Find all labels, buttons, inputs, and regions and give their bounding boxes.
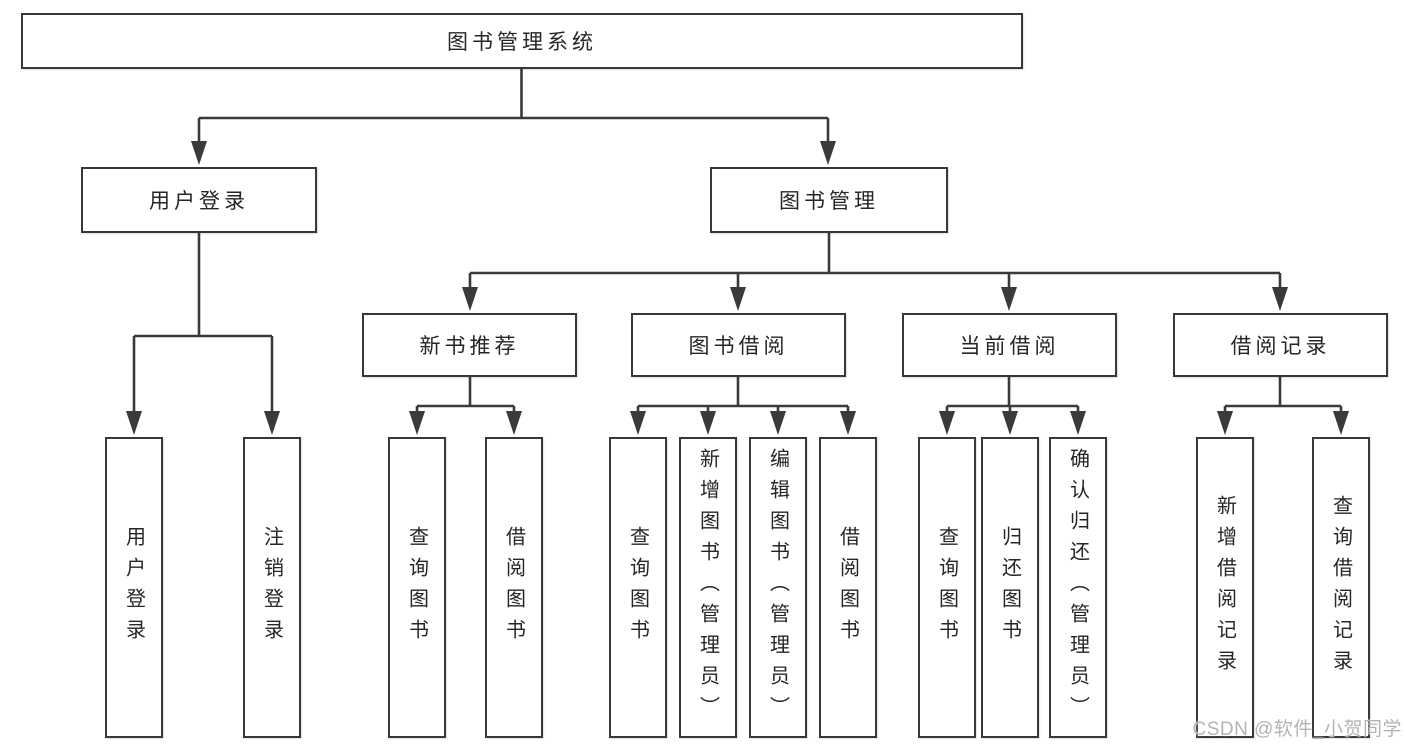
leaf-query-borrow-record: 查询借阅记录: [1312, 437, 1370, 738]
node-root-system: 图书管理系统: [21, 13, 1023, 69]
node-user-login-module: 用户登录: [81, 167, 317, 233]
leaf-query-books-borrow: 查询图书: [609, 437, 667, 738]
leaf-label: 确认归还（管理员）: [1066, 448, 1089, 727]
arrowheads: [126, 141, 1349, 435]
leaf-label: 查询图书: [405, 525, 428, 650]
leaf-label: 查询图书: [935, 525, 958, 650]
node-new-book-recommend: 新书推荐: [362, 313, 577, 377]
leaf-add-borrow-record: 新增借阅记录: [1196, 437, 1254, 738]
leaf-return-books: 归还图书: [981, 437, 1039, 738]
leaf-query-books-recommend: 查询图书: [388, 437, 446, 738]
leaf-label: 新增借阅记录: [1213, 494, 1236, 681]
leaf-label: 新增图书（管理员）: [696, 448, 719, 727]
leaf-query-books-current: 查询图书: [918, 437, 976, 738]
leaf-confirm-return-admin: 确认归还（管理员）: [1049, 437, 1107, 738]
node-current-borrow: 当前借阅: [902, 313, 1117, 377]
leaf-borrow-books-recommend: 借阅图书: [485, 437, 543, 738]
leaf-label: 编辑图书（管理员）: [766, 448, 789, 727]
leaf-user-login: 用户登录: [105, 437, 163, 738]
leaf-label: 借阅图书: [502, 525, 525, 650]
leaf-borrow-books: 借阅图书: [819, 437, 877, 738]
watermark: CSDN @软件_小贺同学: [1192, 719, 1402, 740]
leaf-logout: 注销登录: [243, 437, 301, 738]
leaf-label: 查询借阅记录: [1329, 494, 1352, 681]
leaf-label: 归还图书: [998, 525, 1021, 650]
leaf-label: 用户登录: [122, 525, 145, 650]
node-book-management-module: 图书管理: [710, 167, 948, 233]
leaf-label: 查询图书: [626, 525, 649, 650]
leaf-edit-books-admin: 编辑图书（管理员）: [749, 437, 807, 738]
leaf-label: 借阅图书: [836, 525, 859, 650]
node-borrow-record: 借阅记录: [1173, 313, 1388, 377]
node-book-borrow: 图书借阅: [631, 313, 846, 377]
leaf-label: 注销登录: [260, 525, 283, 650]
leaf-add-books-admin: 新增图书（管理员）: [679, 437, 737, 738]
